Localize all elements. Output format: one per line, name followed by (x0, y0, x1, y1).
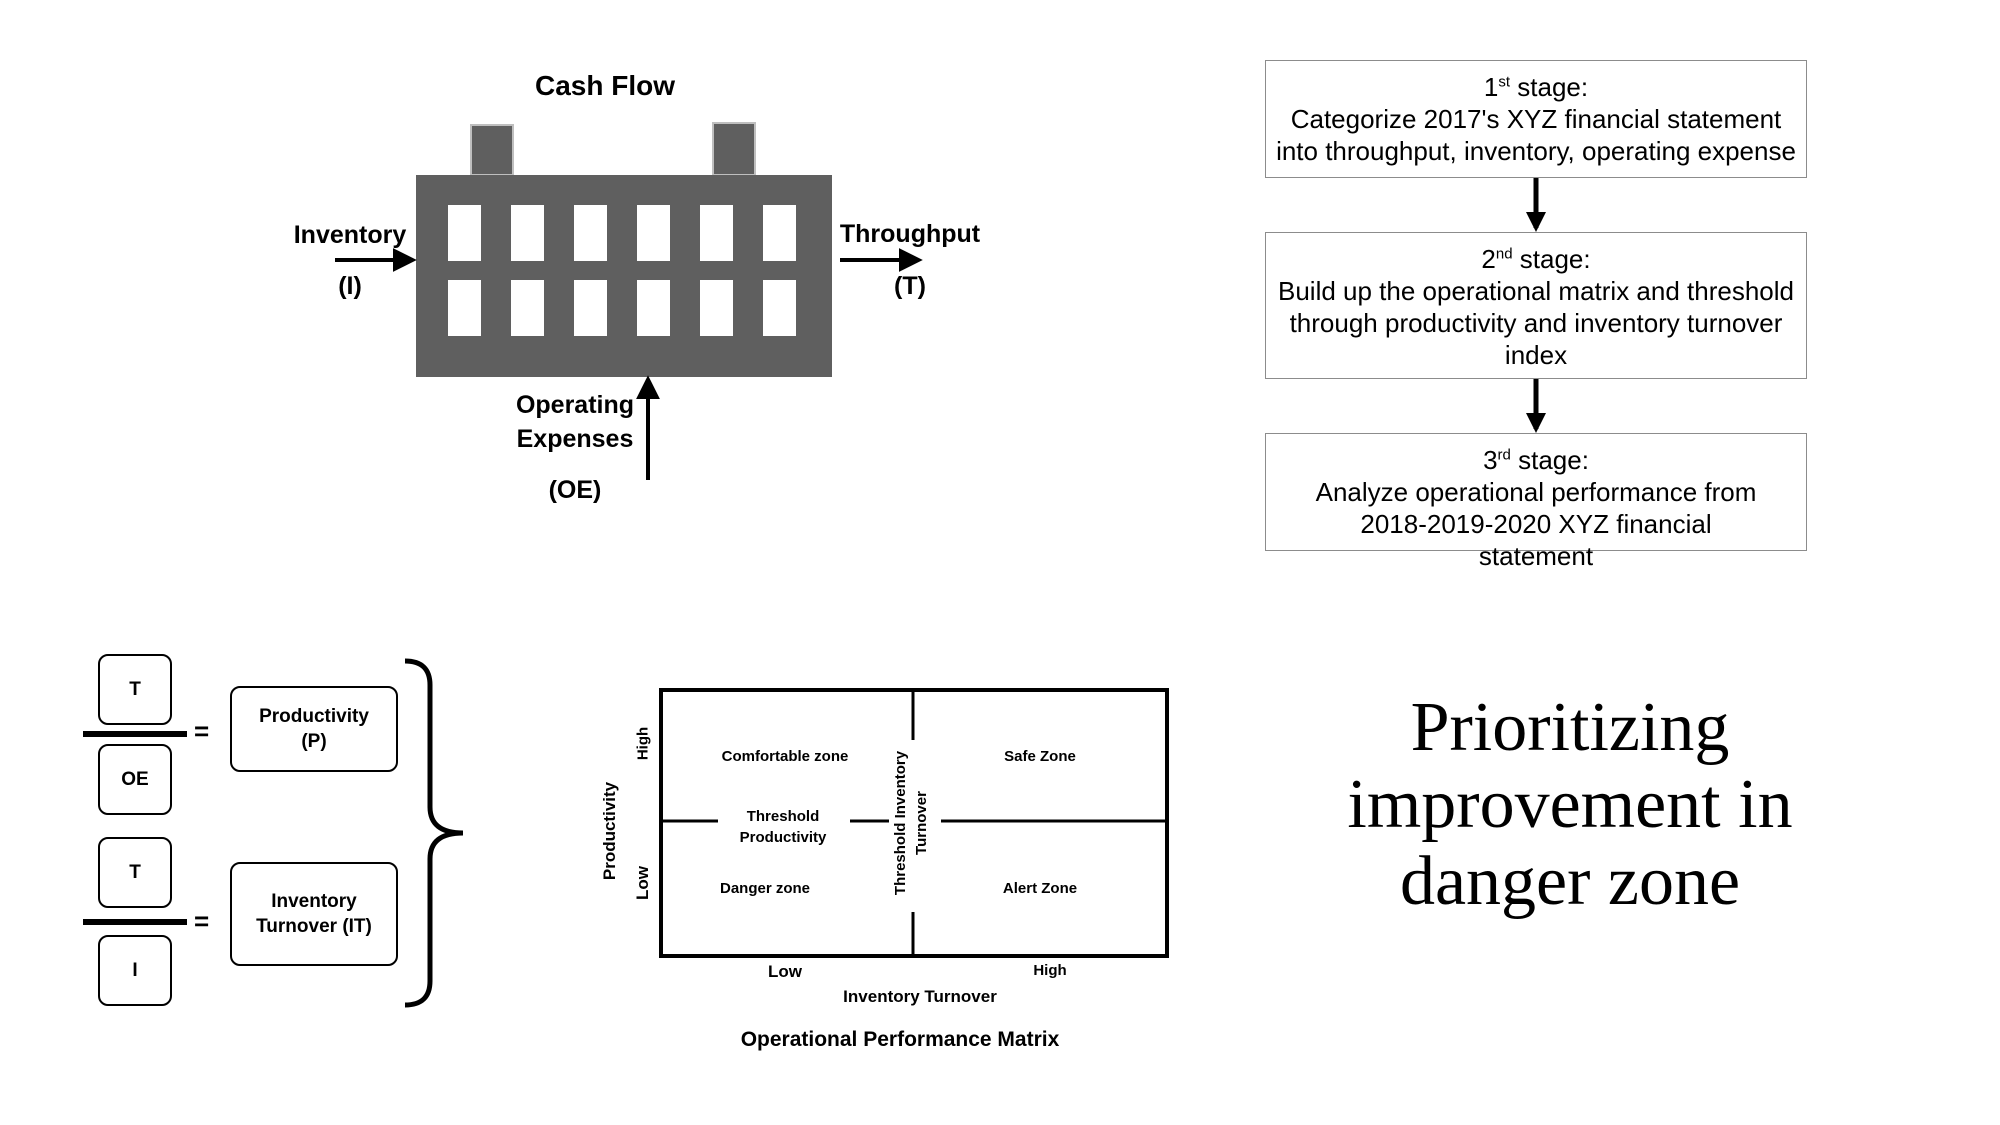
threshold-it-line2: Turnover (913, 791, 930, 855)
y-axis-label: Productivity (600, 781, 619, 881)
opex-abbr: (OE) (548, 476, 602, 504)
p-denominator-box: OE (98, 744, 172, 815)
inventory-abbr: (I) (338, 272, 362, 300)
p-fraction-bar (83, 731, 187, 737)
x-axis-high: High (1033, 962, 1067, 979)
headline-line2: improvement in (1347, 766, 1793, 843)
building-body (416, 175, 832, 377)
it-numerator-box: T (98, 837, 172, 908)
p-equals-sign: = (194, 716, 210, 746)
zone-comfortable: Comfortable zone (721, 748, 849, 765)
headline-line3: danger zone (1399, 843, 1741, 920)
y-axis-high: High (634, 726, 652, 761)
it-denominator-box: I (98, 935, 172, 1006)
opex-label-line2: Expenses (516, 425, 634, 453)
stage-1-body: Categorize 2017's XYZ financial statemen… (1276, 104, 1796, 166)
throughput-label: Throughput (839, 220, 981, 248)
stage-box-3: 3rd stage: Analyze operational performan… (1265, 433, 1807, 571)
matrix-grid (659, 688, 1169, 958)
x-axis-low: Low (768, 962, 802, 981)
stage-arrows (1526, 178, 1546, 433)
stage-3-body: Analyze operational performance from 201… (1315, 477, 1757, 571)
p-numerator-box: T (98, 654, 172, 725)
threshold-it-label: Threshold Inventory Turnover (890, 733, 936, 913)
stage-2-body: Build up the operational matrix and thre… (1278, 276, 1794, 370)
zone-alert: Alert Zone (1002, 880, 1078, 897)
stage-3-heading: 3rd stage: (1483, 445, 1589, 475)
inventory-turnover-box: Inventory Turnover (IT) (230, 862, 398, 966)
headline-line1: Prioritizing (1410, 689, 1730, 766)
throughput-abbr: (T) (894, 272, 926, 300)
opex-label-line1: Operating (515, 391, 635, 419)
stage-2-heading: 2nd stage: (1481, 244, 1591, 274)
zone-safe: Safe Zone (1004, 748, 1076, 765)
factory-building (335, 122, 923, 480)
curly-brace (404, 658, 464, 1008)
stage-box-2: 2nd stage: Build up the operational matr… (1265, 232, 1807, 379)
inventory-label: Inventory (293, 221, 407, 249)
y-axis-low: Low (633, 866, 652, 900)
zone-danger: Danger zone (719, 880, 810, 897)
it-fraction-bar (83, 919, 187, 925)
cash-flow-title: Cash Flow (534, 70, 675, 101)
stage-box-1: 1st stage: Categorize 2017's XYZ financi… (1265, 60, 1807, 178)
matrix-title: Operational Performance Matrix (740, 1028, 1060, 1051)
chimney-left (470, 124, 514, 176)
it-equals-sign: = (194, 906, 210, 936)
threshold-productivity-line1: Threshold (746, 808, 820, 825)
x-axis-label: Inventory Turnover (843, 987, 997, 1006)
stage-1-heading: 1st stage: (1483, 72, 1589, 102)
headline: Prioritizing improvement in danger zone (1290, 689, 1850, 920)
threshold-productivity-line2: Productivity (739, 829, 827, 846)
chimney-right (712, 122, 756, 176)
threshold-productivity-label: Threshold Productivity (718, 806, 848, 848)
threshold-it-line1: Threshold Inventory (892, 750, 909, 896)
building-windows (448, 205, 796, 336)
productivity-box: Productivity (P) (230, 686, 398, 772)
